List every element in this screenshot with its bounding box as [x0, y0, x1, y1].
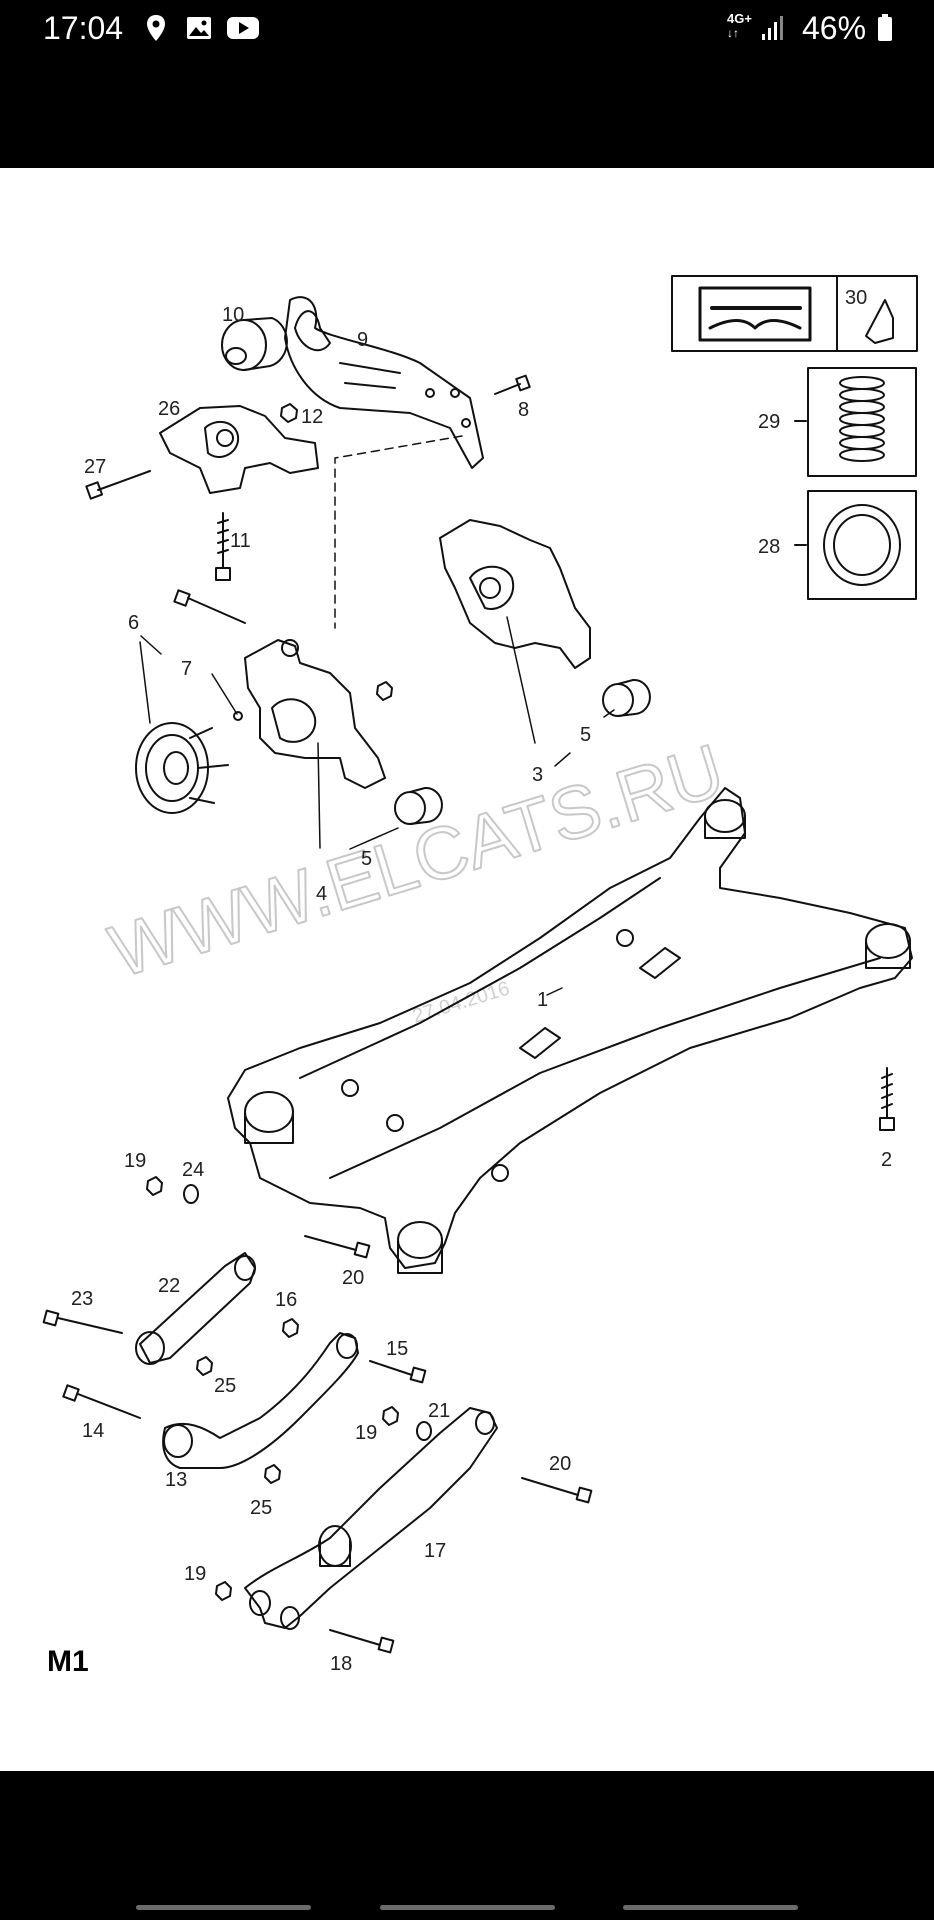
part-number-5-right: 5 — [580, 724, 591, 746]
part-number-3: 3 — [532, 764, 543, 786]
part-1-subframe: 1 — [227, 787, 913, 1274]
part-3-knuckle: 3 — [439, 519, 591, 786]
part-18-bolt: 18 — [329, 1629, 395, 1675]
part-6-hub: 6 — [128, 612, 229, 814]
location-icon — [147, 15, 165, 41]
legend-box-manual: 30 — [671, 275, 918, 352]
part-10-bushing: 10 — [221, 304, 288, 371]
dashed-leader-line — [334, 435, 463, 629]
part-4-knuckle: 4 — [244, 639, 386, 905]
part-number-2: 2 — [881, 1149, 892, 1171]
part-2-bolt: 2 — [879, 1067, 895, 1171]
part-number-30: 30 — [845, 287, 867, 309]
part-number-29: 29 — [758, 411, 780, 433]
part-number-10: 10 — [222, 304, 244, 326]
part-number-7: 7 — [181, 658, 192, 680]
part-25-nut-upper: 25 — [196, 1356, 236, 1397]
network-label: 4G+ — [727, 11, 752, 26]
part-number-24: 24 — [182, 1159, 204, 1181]
part-11-bolt: 11 — [215, 512, 251, 581]
part-19-nut-a: 19 — [124, 1150, 163, 1196]
nav-handle-center[interactable] — [380, 1905, 555, 1910]
rear-suspension-exploded-diagram: WWW.ELCATS.RU 27.04.2016 30 29 — [42, 275, 918, 1678]
part-20-bolt-lower: 20 — [521, 1453, 593, 1504]
battery-percent: 46% — [802, 10, 867, 46]
part-number-20-upper: 20 — [342, 1267, 364, 1289]
part-number-9: 9 — [357, 329, 368, 351]
part-number-11: 11 — [230, 530, 251, 552]
part-number-12: 12 — [301, 406, 323, 428]
part-number-20-lower: 20 — [549, 1453, 571, 1475]
manual-book-icon — [698, 286, 812, 342]
watermark: WWW.ELCATS.RU 27.04.2016 — [99, 727, 733, 1028]
part-number-26: 26 — [158, 398, 180, 420]
part-number-22: 22 — [158, 1275, 180, 1297]
part-15-bolt: 15 — [369, 1338, 427, 1384]
part-number-5-left: 5 — [361, 848, 372, 870]
part-number-19-c: 19 — [184, 1563, 206, 1585]
part-number-13: 13 — [165, 1469, 187, 1491]
part-number-28: 28 — [758, 536, 780, 558]
part-number-19-b: 19 — [355, 1422, 377, 1444]
part-number-16: 16 — [275, 1289, 297, 1311]
part-14-bolt: 14 — [62, 1384, 141, 1442]
nav-handle-right[interactable] — [623, 1905, 798, 1910]
part-number-17: 17 — [424, 1540, 446, 1562]
part-number-1: 1 — [537, 989, 548, 1011]
battery-icon — [878, 14, 892, 41]
part-12-nut: 12 — [280, 403, 323, 428]
part-27-bolt: 27 — [84, 456, 151, 500]
part-number-21: 21 — [428, 1400, 450, 1422]
part-7-bolt: 7 — [173, 589, 246, 721]
legend-box-spring-seat: 28 — [758, 490, 917, 600]
parts-diagram-viewer[interactable]: WWW.ELCATS.RU 27.04.2016 30 29 — [0, 168, 934, 1771]
status-time: 17:04 — [43, 10, 124, 46]
part-19-nut-c: 19 — [184, 1563, 232, 1601]
part-number-25-upper: 25 — [214, 1375, 236, 1397]
gallery-icon — [187, 17, 211, 39]
grease-gun-icon — [865, 299, 894, 344]
part-21-washer: 21 — [416, 1400, 450, 1441]
part-17-lower-arm: 17 — [244, 1407, 498, 1630]
legend-box-spring: 29 — [758, 367, 917, 477]
data-arrows-icon: ↓↑ — [727, 26, 739, 40]
part-25-nut-lower: 25 — [250, 1464, 281, 1519]
page-code: M1 — [47, 1645, 89, 1678]
part-number-25-lower: 25 — [250, 1497, 272, 1519]
part-number-15: 15 — [386, 1338, 408, 1360]
part-9-bracket: 9 — [284, 296, 484, 469]
part-13-control-arm: 13 — [162, 1332, 359, 1491]
part-number-6: 6 — [128, 612, 139, 634]
part-number-19-a: 19 — [124, 1150, 146, 1172]
part-26-mount: 26 — [158, 398, 319, 494]
part-8-bolt: 8 — [494, 374, 531, 421]
part-number-14: 14 — [82, 1420, 104, 1442]
part-number-8: 8 — [518, 399, 529, 421]
part-23-bolt: 23 — [42, 1288, 123, 1334]
part-16-nut: 16 — [275, 1289, 299, 1338]
part-5-bushing-right: 5 — [554, 678, 651, 767]
part-20-bolt-upper: 20 — [304, 1235, 371, 1289]
network-type: 4G+ ↓↑ — [727, 11, 752, 41]
navigation-bar — [0, 1771, 934, 1920]
youtube-icon — [227, 17, 259, 39]
signal-icon — [762, 16, 783, 40]
part-5-bushing-left: 5 — [349, 786, 443, 870]
watermark-text: WWW.ELCATS.RU — [100, 728, 732, 993]
part-number-18: 18 — [330, 1653, 352, 1675]
part-22-link: 22 — [135, 1252, 256, 1365]
part-number-23: 23 — [71, 1288, 93, 1310]
part-number-27: 27 — [84, 456, 106, 478]
part-number-4: 4 — [316, 883, 327, 905]
part-24-washer: 24 — [182, 1159, 204, 1204]
nav-handle-left[interactable] — [136, 1905, 311, 1910]
knuckle-nut — [376, 681, 393, 701]
part-19-nut-b: 19 — [355, 1406, 399, 1444]
status-bar: 17:04 4G+ ↓↑ 46% — [0, 0, 934, 168]
